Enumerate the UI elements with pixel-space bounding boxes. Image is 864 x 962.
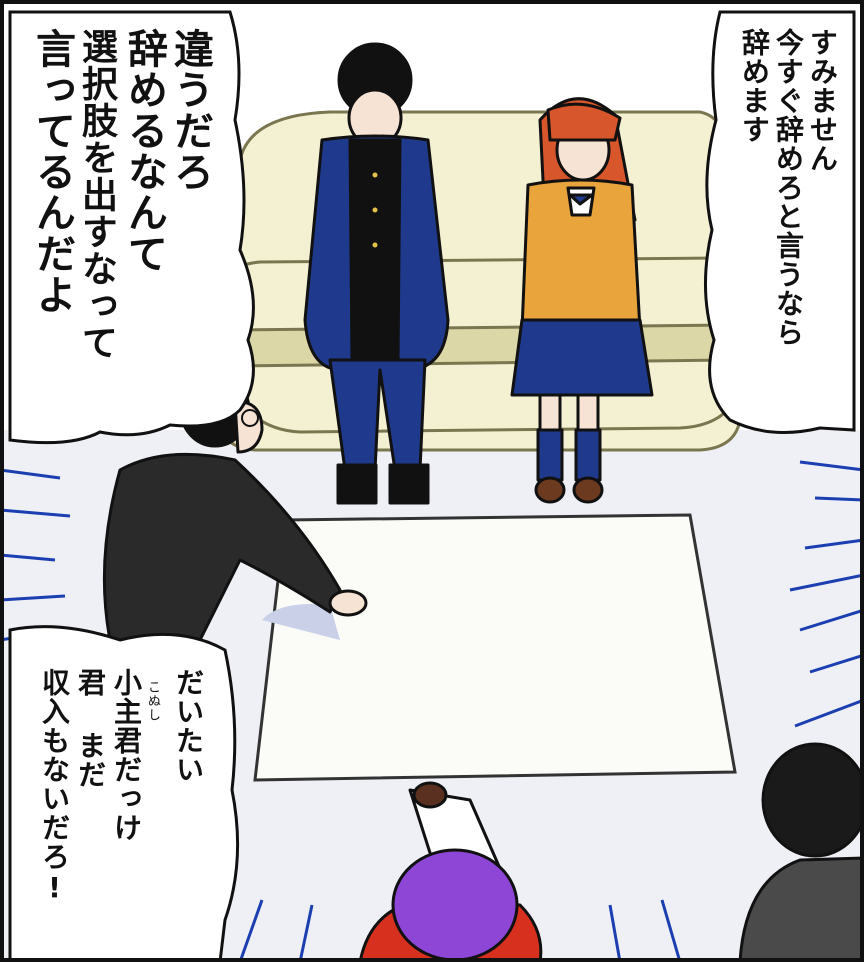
bubble-bottom-line-4: 収入もないだろ! <box>38 668 71 905</box>
bubble-right-line-3: 辞めます <box>738 28 771 144</box>
purple-haired-girl-back <box>358 781 543 962</box>
bubble-bottom-ruby: こぬし <box>145 680 160 722</box>
bubble-bottom-line-3: 君 まだ <box>74 668 107 789</box>
bubble-left-line-4: 言ってるんだよ <box>29 28 75 315</box>
speed-lines-bottom <box>238 899 682 962</box>
seated-boy <box>303 42 450 505</box>
table-shadow <box>262 604 340 640</box>
bubble-bottom-line-2: 小主君だっけ <box>110 668 143 842</box>
speech-bubble-bottom-left <box>8 625 240 962</box>
bubble-right-line-2: 今すぐ辞めろと言うなら <box>772 28 805 347</box>
bubble-left-line-3: 選択肢を出すなって <box>76 28 117 361</box>
bubble-bottom-line-1: だいたい <box>172 668 205 784</box>
bubble-left-line-2: 辞めるなんて <box>121 28 167 274</box>
coffee-table <box>253 513 737 782</box>
speech-bubble-right <box>703 10 856 434</box>
sofa <box>218 110 742 452</box>
bubble-left-line-1: 違うだろ <box>167 28 213 192</box>
dark-figure-bottom-right <box>738 742 864 962</box>
bubble-right-line-1: すみません <box>806 28 839 173</box>
seated-girl <box>510 97 654 504</box>
speech-bubble-left <box>8 10 255 445</box>
speed-lines-right <box>789 460 864 728</box>
